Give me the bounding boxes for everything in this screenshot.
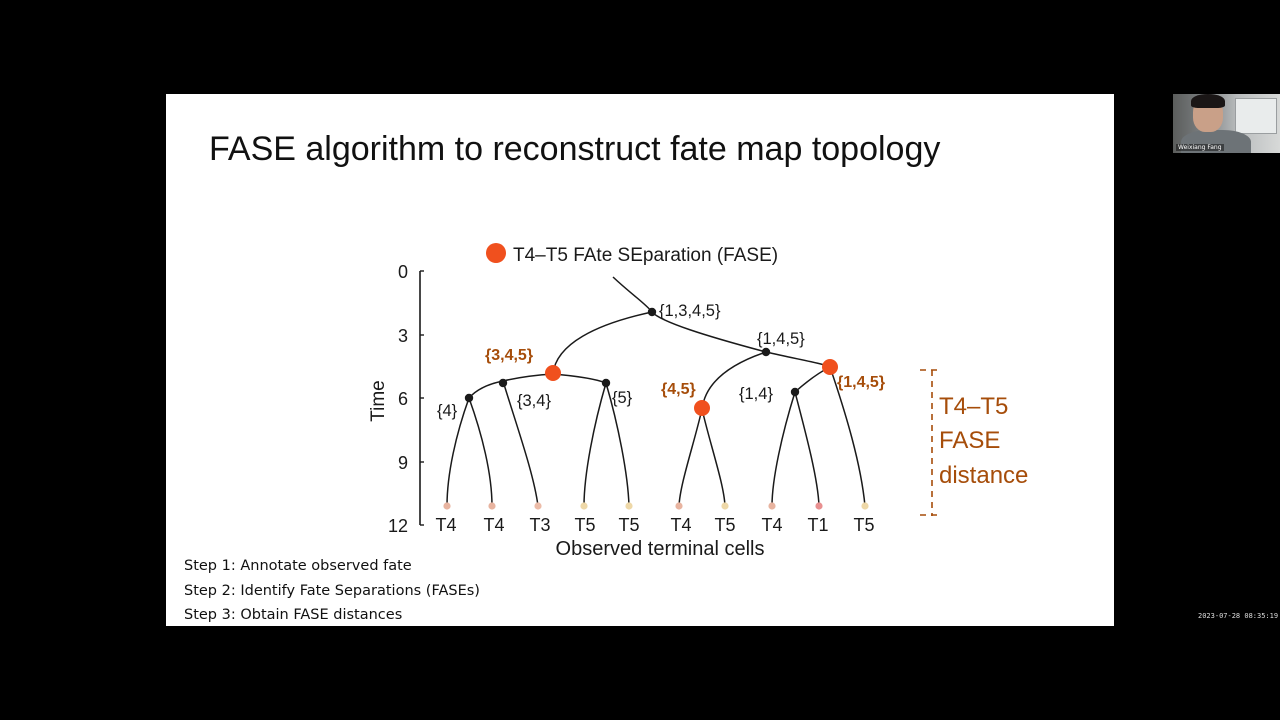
y-tick-label: 6	[398, 389, 408, 409]
node-label-pair-34: {3,4}	[517, 392, 551, 410]
terminal-dot	[768, 502, 776, 510]
terminal-label: T5	[574, 515, 595, 535]
fase-distance-label: T4–T5 FASE distance	[939, 393, 1028, 489]
tree-node	[498, 378, 508, 388]
tree-node	[647, 307, 657, 317]
fase-label-left: {3,4,5}	[485, 347, 533, 364]
terminal-dots	[443, 502, 869, 510]
terminal-label: T4	[761, 515, 782, 535]
terminal-label: T4	[670, 515, 691, 535]
svg-text:distance: distance	[939, 462, 1028, 489]
slide-title: FASE algorithm to reconstruct fate map t…	[209, 130, 941, 168]
recording-timestamp: 2023-07-28 08:35:19	[1198, 612, 1279, 620]
tree-node	[790, 387, 800, 397]
y-axis-label: Time	[368, 380, 389, 422]
step-item: Step 3: Obtain FASE distances	[184, 607, 403, 623]
svg-text:FASE: FASE	[939, 427, 1000, 454]
participant-name: Weixiang Fang	[1176, 144, 1224, 151]
fase-tree-diagram: T4–T5 FAte SEparation (FASE) 0 3 6 9 12 …	[368, 243, 1028, 560]
svg-text:T4–T5: T4–T5	[939, 393, 1008, 420]
terminal-labels: T4 T4 T3 T5 T5 T4 T5 T4 T1 T5	[435, 515, 874, 535]
legend-fase-marker	[486, 243, 506, 263]
tree-node	[601, 378, 611, 388]
terminal-dot	[861, 502, 869, 510]
terminal-dot	[815, 502, 823, 510]
node-label-leaf-5: {5}	[612, 389, 633, 407]
node-label-leaf-4: {4}	[437, 402, 458, 420]
terminal-dot	[580, 502, 588, 510]
terminal-label: T3	[529, 515, 550, 535]
y-tick-label: 0	[398, 262, 408, 282]
terminal-label: T4	[483, 515, 504, 535]
x-axis-label: Observed terminal cells	[556, 538, 765, 560]
y-tick-label: 12	[388, 516, 408, 536]
fase-nodes	[545, 359, 838, 416]
webcam-background-window	[1235, 98, 1277, 134]
node-label-root: {1,3,4,5}	[659, 302, 721, 320]
terminal-label: T5	[618, 515, 639, 535]
fase-distance-bracket	[920, 369, 942, 516]
fase-node	[545, 365, 561, 381]
y-axis: 0 3 6 9 12 Time	[368, 262, 424, 536]
node-label-right-internal: {1,4,5}	[757, 330, 805, 348]
terminal-label: T5	[714, 515, 735, 535]
fase-label-right: {1,4,5}	[837, 374, 885, 391]
terminal-label: T1	[807, 515, 828, 535]
step-item: Step 2: Identify Fate Separations (FASEs…	[184, 582, 480, 599]
terminal-label: T4	[435, 515, 456, 535]
participant-hair	[1191, 94, 1225, 108]
tree-branches	[446, 276, 866, 507]
fase-node	[694, 400, 710, 416]
participant-body	[1181, 130, 1251, 153]
terminal-dot	[721, 502, 729, 510]
webcam-thumbnail[interactable]: Weixiang Fang	[1173, 94, 1280, 153]
step-item: Step 1: Annotate observed fate	[184, 558, 412, 574]
terminal-dot	[443, 502, 451, 510]
node-labels: {1,3,4,5} {1,4,5} {4} {3,4} {5} {1,4}	[437, 302, 805, 420]
slide: FASE algorithm to reconstruct fate map t…	[166, 94, 1114, 626]
y-tick-label: 9	[398, 453, 408, 473]
terminal-label: T5	[853, 515, 874, 535]
terminal-dot	[675, 502, 683, 510]
tree-node	[464, 393, 474, 403]
fase-node	[822, 359, 838, 375]
terminal-dot	[534, 502, 542, 510]
fase-labels: {3,4,5} {4,5} {1,4,5}	[485, 347, 885, 398]
y-tick-label: 3	[398, 326, 408, 346]
terminal-dot	[625, 502, 633, 510]
tree-node	[761, 347, 771, 357]
fase-label-mid: {4,5}	[661, 381, 696, 398]
steps-list: Step 1: Annotate observed fate Step 2: I…	[184, 554, 480, 628]
node-label-pair-14: {1,4}	[739, 385, 773, 403]
legend-text: T4–T5 FAte SEparation (FASE)	[513, 245, 778, 266]
terminal-dot	[488, 502, 496, 510]
internal-nodes	[464, 307, 800, 403]
